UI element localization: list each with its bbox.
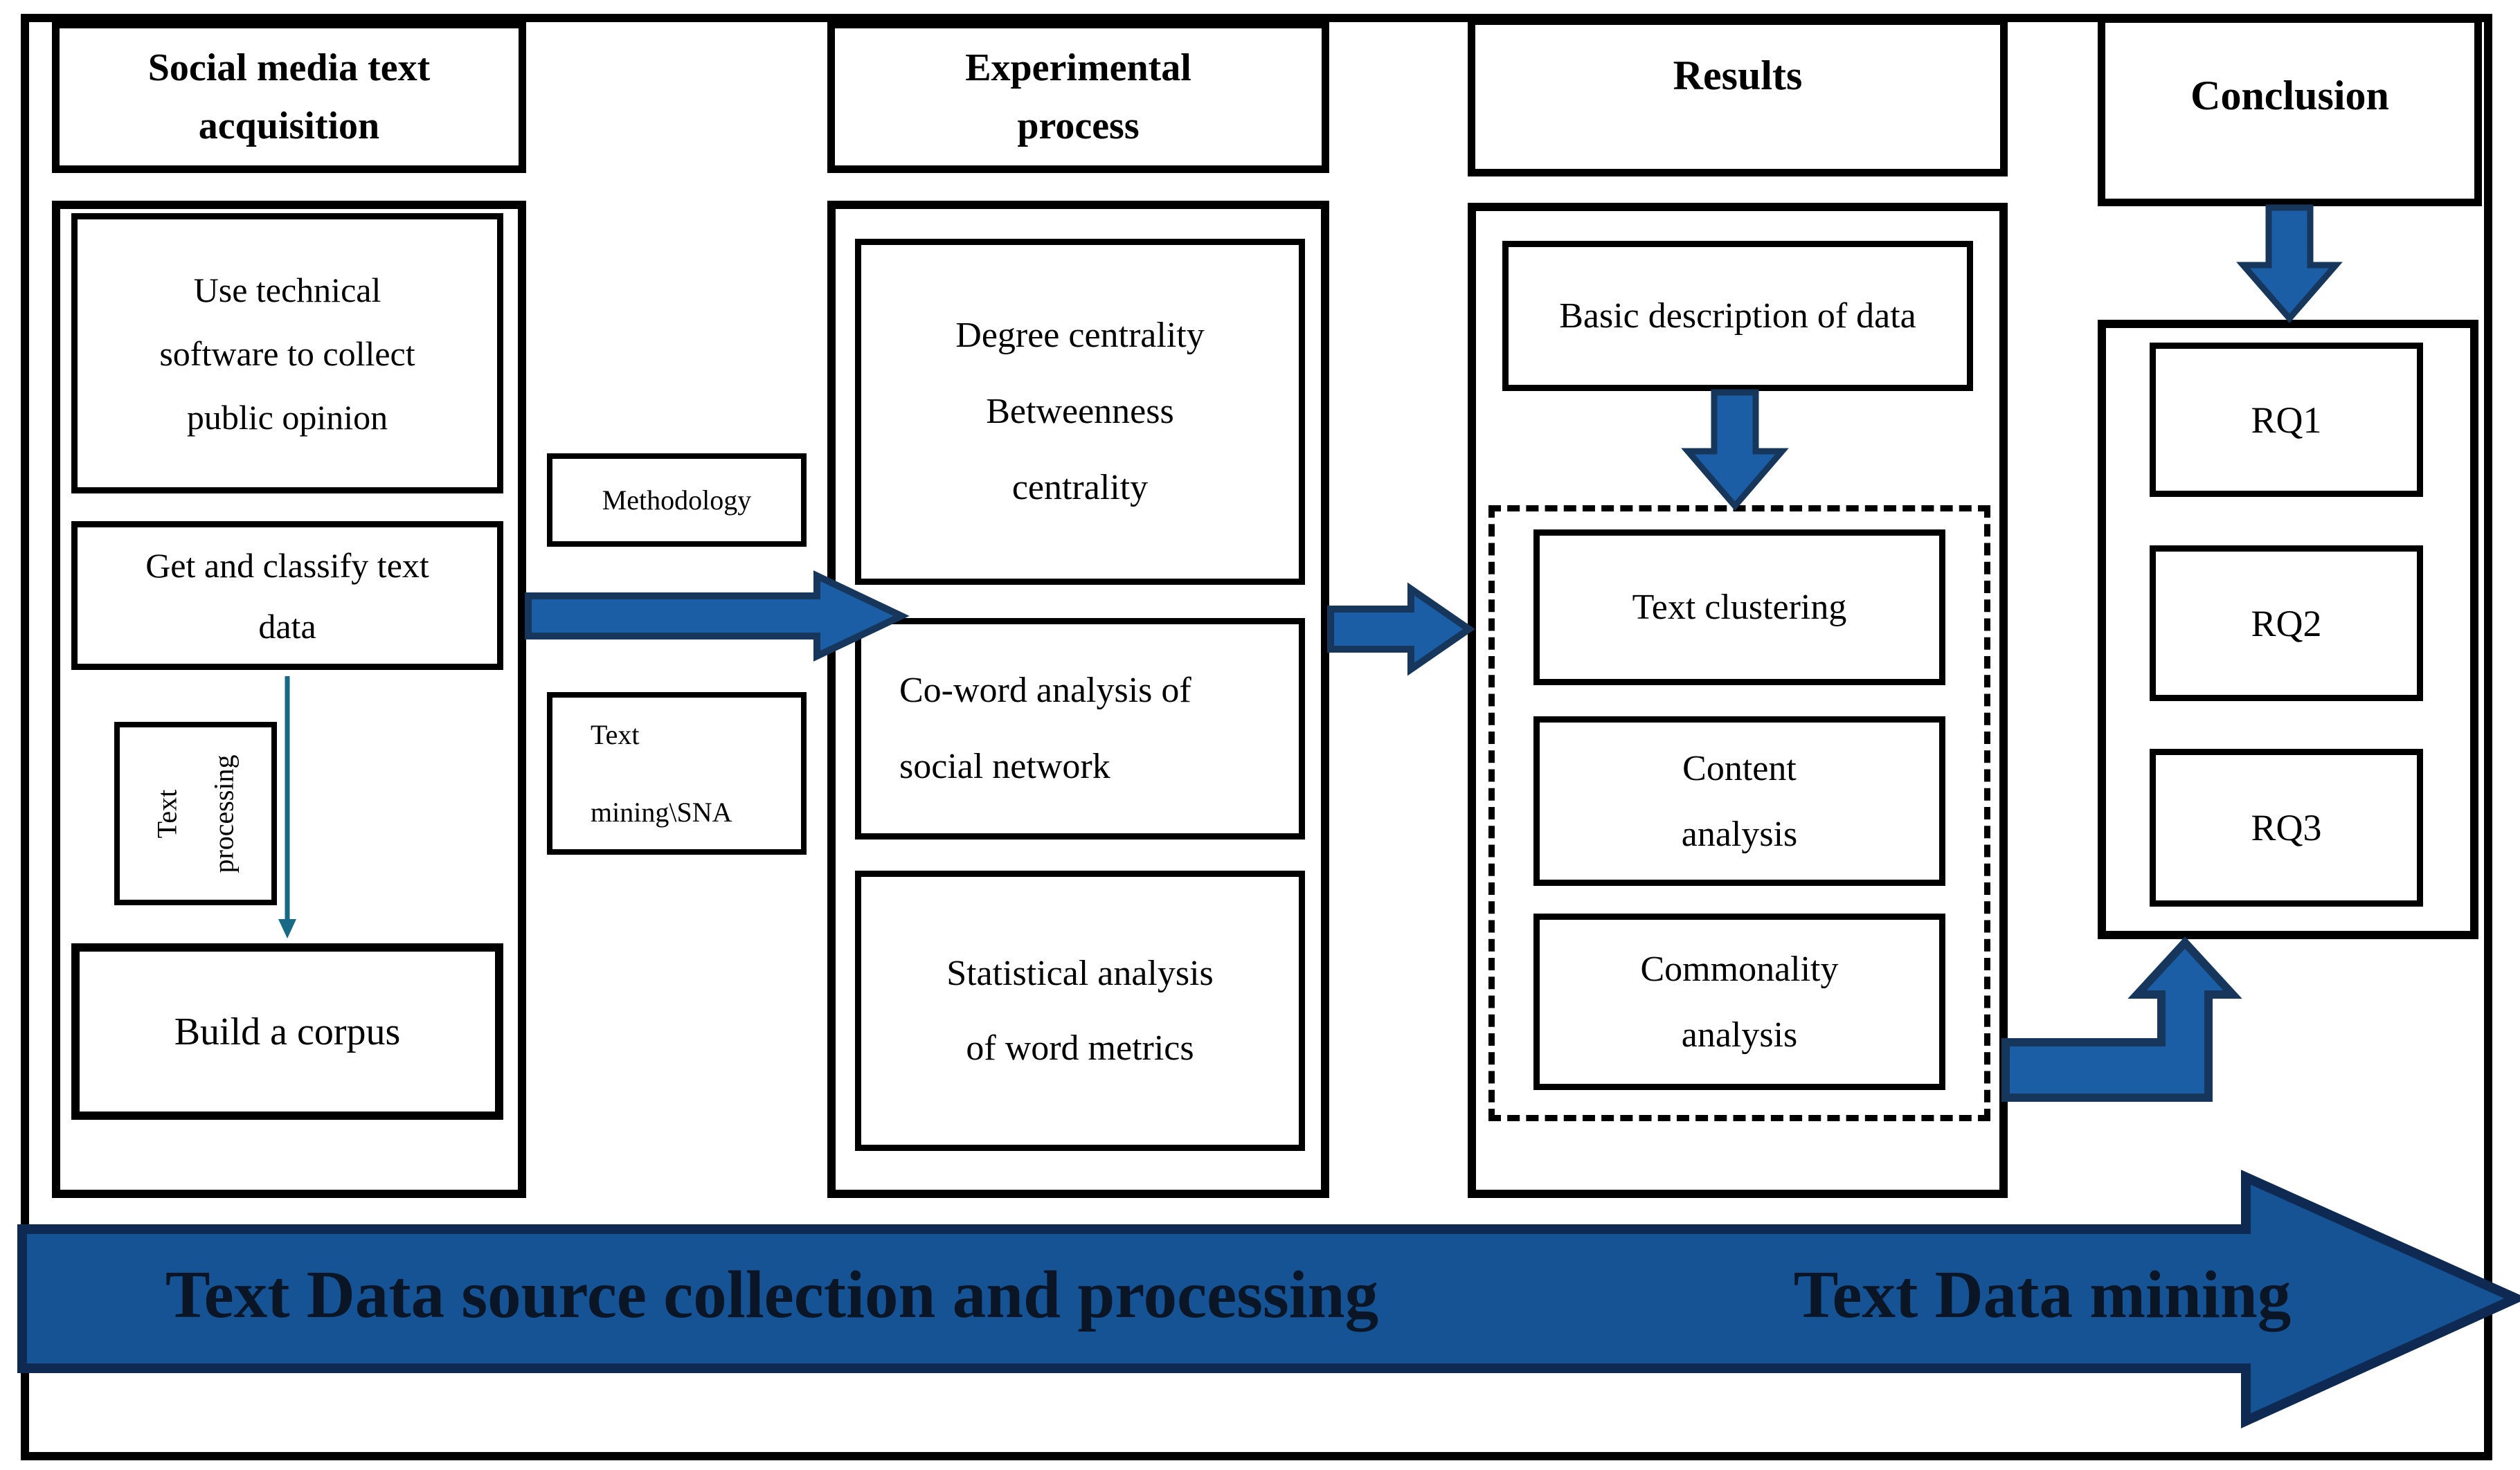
box-build-a-corpus: Build a corpus bbox=[71, 943, 503, 1120]
header-label: Results bbox=[1673, 53, 1803, 98]
mining-label-line1: Text bbox=[591, 718, 640, 750]
box-commonality-analysis: Commonality analysis bbox=[1533, 914, 1945, 1090]
mining-label-line2: mining\SNA bbox=[591, 796, 732, 828]
banner-left-label: Text Data source collection and processi… bbox=[165, 1258, 1379, 1332]
banner-right-label: Text Data mining bbox=[1793, 1258, 2292, 1332]
box-degree-centrality: Degree centrality Betweenness centrality bbox=[855, 239, 1305, 585]
header-experimental-process: Experimental process bbox=[827, 21, 1329, 173]
box-statistical-analysis: Statistical analysis of word metrics bbox=[855, 871, 1305, 1151]
box-rq1: RQ1 bbox=[2150, 343, 2423, 497]
box-label: Use technical software to collect public… bbox=[159, 270, 415, 437]
box-coword-analysis: Co-word analysis of social network bbox=[855, 618, 1305, 840]
box-label: Basic description of data bbox=[1559, 296, 1916, 336]
box-label: Commonality analysis bbox=[1640, 949, 1839, 1055]
box-basic-description: Basic description of data bbox=[1502, 241, 1973, 391]
box-label: Content analysis bbox=[1681, 748, 1798, 854]
text-processing-label: Text processing bbox=[151, 754, 240, 873]
box-label: Degree centrality Betweenness centrality bbox=[955, 316, 1205, 507]
box-label: RQ1 bbox=[2251, 399, 2322, 441]
box-methodology: Methodology bbox=[547, 453, 807, 547]
header-label: Social media text acquisition bbox=[147, 46, 431, 147]
header-label: Experimental process bbox=[965, 46, 1191, 147]
box-label: RQ3 bbox=[2251, 807, 2322, 849]
box-label: Text clustering bbox=[1632, 587, 1847, 627]
header-conclusion: Conclusion bbox=[2098, 15, 2482, 206]
box-get-and-classify: Get and classify text data bbox=[71, 521, 503, 670]
box-text-mining-sna: Text mining\SNA bbox=[547, 692, 807, 855]
header-results: Results bbox=[1468, 17, 2008, 176]
box-label: RQ2 bbox=[2251, 602, 2322, 644]
header-label: Conclusion bbox=[2190, 73, 2389, 118]
box-rq2: RQ2 bbox=[2150, 545, 2423, 701]
box-label: Statistical analysis of word metrics bbox=[946, 953, 1214, 1068]
methodology-label: Methodology bbox=[602, 484, 752, 516]
box-text-processing: Text processing bbox=[114, 722, 277, 905]
box-content-analysis: Content analysis bbox=[1533, 716, 1945, 886]
mining-label: Text mining\SNA bbox=[591, 696, 732, 851]
box-text-clustering: Text clustering bbox=[1533, 529, 1945, 685]
header-social-media-text-acquisition: Social media text acquisition bbox=[52, 21, 526, 173]
box-label: Get and classify text data bbox=[145, 545, 429, 646]
box-label: Build a corpus bbox=[174, 1010, 401, 1053]
box-rq3: RQ3 bbox=[2150, 749, 2423, 907]
box-label: Co-word analysis of social network bbox=[899, 671, 1191, 786]
box-use-technical-software: Use technical software to collect public… bbox=[71, 213, 503, 493]
